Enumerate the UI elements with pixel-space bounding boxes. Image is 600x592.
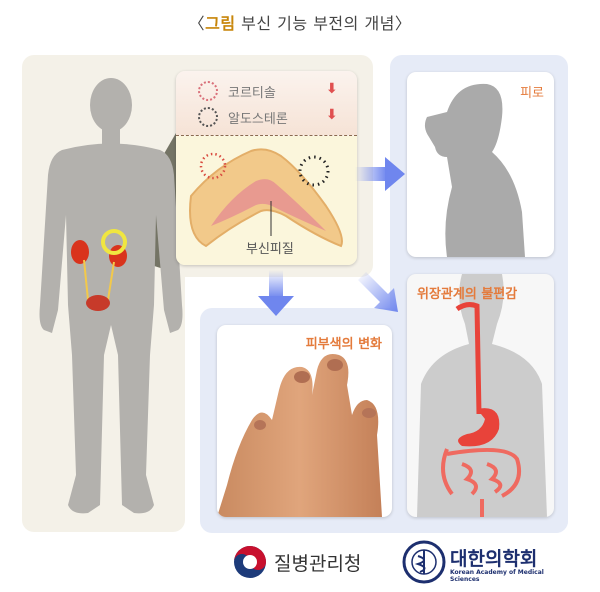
hormone-row-cortisol: 코르티솔 ⬇	[176, 79, 357, 103]
decrease-arrow-icon: ⬇	[326, 107, 338, 123]
title-close-bracket: 〉	[394, 14, 412, 33]
arrow-right-icon	[355, 157, 405, 191]
kdca-taegeuk-logo-icon	[234, 546, 266, 578]
skin-change-label: 피부색의 변화	[305, 337, 382, 352]
title-text: 부신 기능 부전의 개념	[235, 14, 395, 33]
arrow-down-icon	[258, 270, 294, 316]
symptom-card-gi: 위장관계의 불편감	[407, 274, 554, 517]
fatigue-label: 피로	[520, 86, 544, 101]
adrenal-detail-box: 코르티솔 ⬇ 알도스테론 ⬇ 부신피질	[176, 71, 357, 265]
logo-bar: 질병관리청 대한의학회 Korean Academy of Medical Sc…	[232, 540, 552, 584]
kams-english-name: Korean Academy of Medical Sciences	[450, 569, 544, 583]
hormone-label: 코르티솔	[228, 86, 276, 101]
symptom-card-fatigue: 피로	[407, 72, 554, 257]
adrenal-illustration: 부신피질	[176, 136, 357, 265]
decrease-arrow-icon: ⬇	[326, 81, 338, 97]
kams-name: 대한의학회	[450, 548, 538, 570]
hormone-list: 코르티솔 ⬇ 알도스테론 ⬇	[176, 71, 357, 136]
symptom-card-skin: 피부색의 변화	[217, 325, 392, 517]
cortisol-ring-icon	[198, 81, 218, 101]
title-figure-label: 그림	[205, 14, 236, 33]
arrow-diagonal-icon	[358, 272, 398, 312]
kams-emblem-icon	[402, 540, 446, 584]
hormone-label: 알도스테론	[228, 112, 288, 127]
digestive-tract-icon	[417, 274, 547, 517]
title-open-bracket: 〈	[188, 14, 206, 33]
figure-title: 〈그림 부신 기능 부전의 개념〉	[0, 10, 600, 34]
human-body-silhouette-icon	[39, 78, 183, 514]
slouched-person-icon	[424, 83, 525, 257]
adrenal-cortex-label: 부신피질	[246, 242, 294, 257]
hand-fingers-icon	[217, 354, 382, 517]
gi-discomfort-label: 위장관계의 불편감	[417, 287, 518, 302]
hormone-row-aldosterone: 알도스테론 ⬇	[176, 105, 357, 129]
adrenal-gland-icon	[189, 148, 343, 248]
kdca-name: 질병관리청	[274, 553, 362, 575]
aldosterone-ring-icon	[198, 107, 218, 127]
